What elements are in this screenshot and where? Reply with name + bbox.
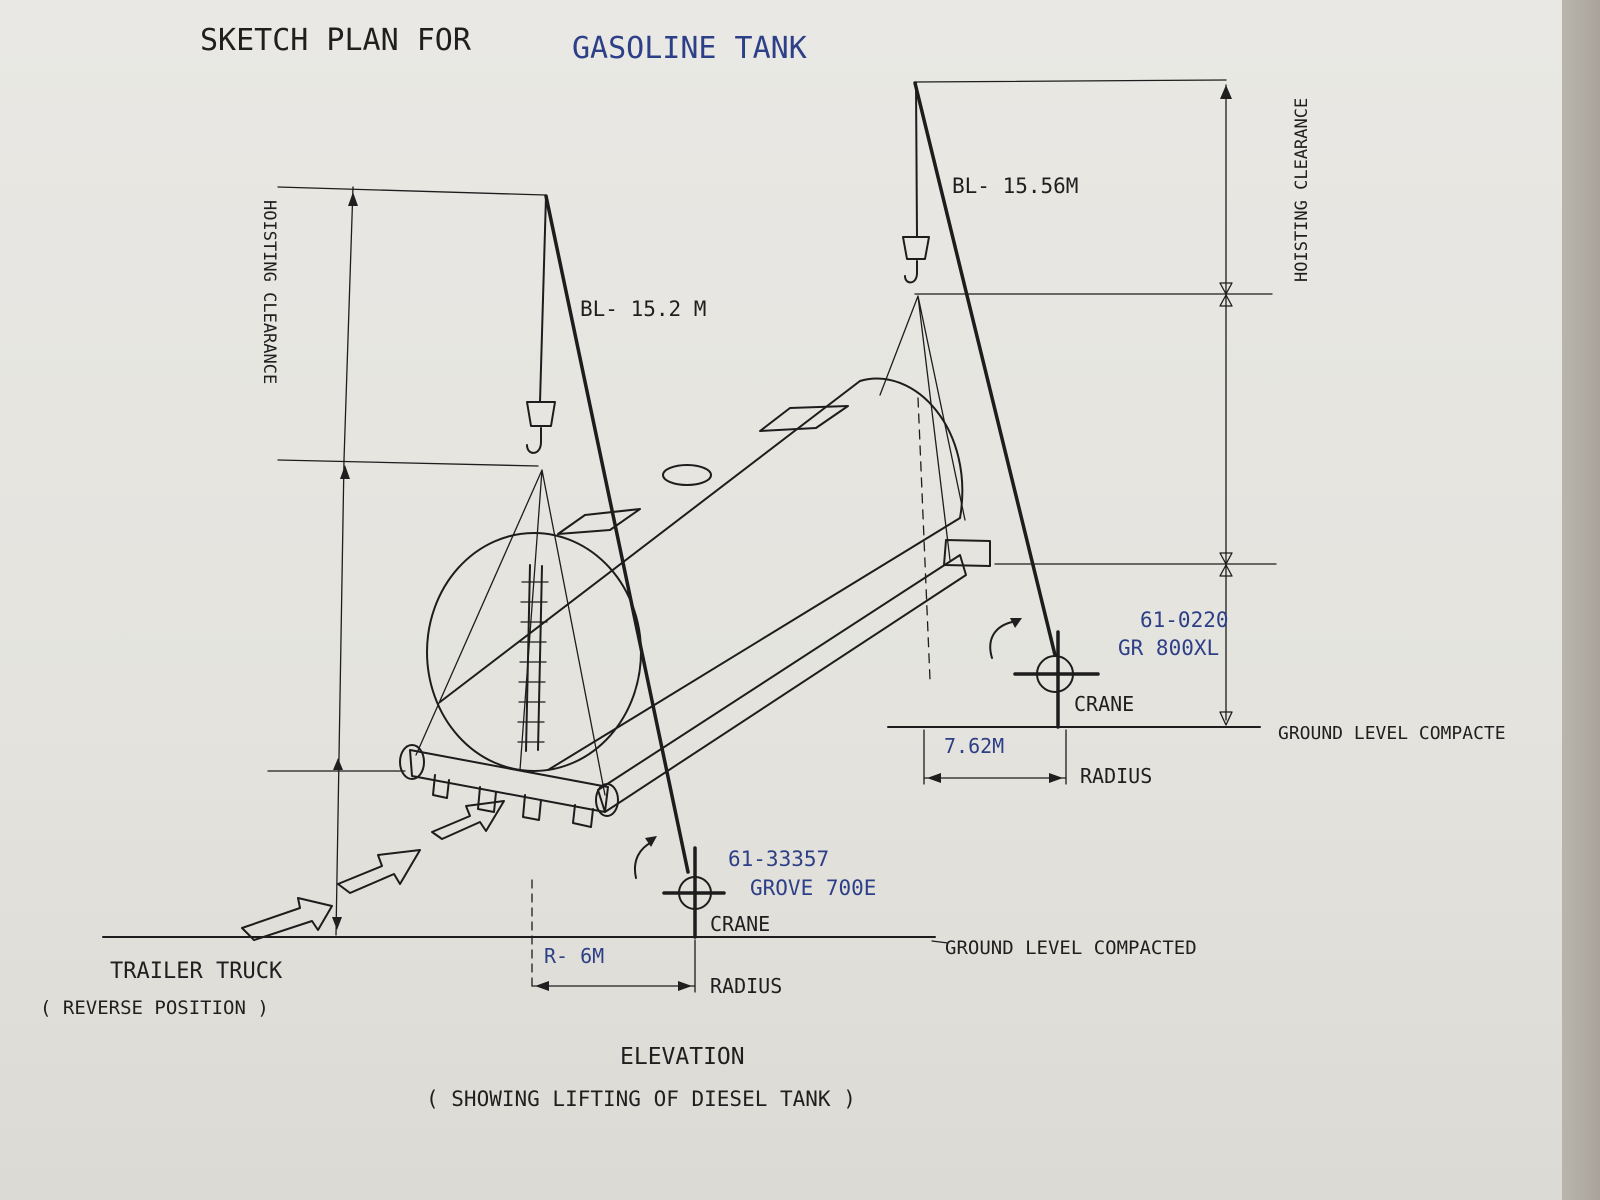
right-dim-arrow-top — [1220, 85, 1232, 99]
left-crane-model-name: GROVE 700E — [750, 876, 876, 900]
right-hook — [904, 260, 918, 284]
left-dim-arrow-mid — [340, 465, 350, 479]
left-slew-arrow-icon — [634, 841, 653, 879]
manhole-1 — [557, 508, 641, 535]
left-clearance-dim-line — [343, 186, 354, 461]
right-boom-tip-extension — [914, 79, 1227, 83]
skid-end-left — [399, 744, 425, 780]
fuel-tank — [399, 295, 991, 828]
left-crane-label: CRANE — [710, 912, 770, 936]
right-crane-label: CRANE — [1074, 692, 1134, 716]
left-crane-model-number: 61-33357 — [728, 847, 829, 871]
manhole-3 — [759, 405, 849, 432]
left-dim-arrow-low — [333, 758, 343, 770]
tank-top-edge — [439, 380, 861, 703]
tank-bottom-edge — [547, 517, 961, 771]
left-dim-arrow-ground — [332, 917, 342, 930]
left-radius-label: RADIUS — [710, 974, 782, 998]
skid-feet — [432, 774, 594, 828]
right-hoist-line — [915, 82, 918, 238]
right-ground-label: GROUND LEVEL COMPACTE — [1278, 723, 1506, 744]
trailer-direction-arrows: TRAILER TRUCK ( REVERSE POSITION ) — [40, 800, 505, 1019]
right-hook-block — [902, 236, 930, 260]
title-highlight: GASOLINE TANK — [572, 31, 807, 66]
trailer-label-line1: TRAILER TRUCK — [110, 959, 283, 984]
left-hook-block — [526, 401, 556, 427]
title-prefix: SKETCH PLAN FOR — [200, 23, 472, 58]
tank-level-gauge-rail — [537, 565, 543, 751]
caption-title: ELEVATION — [620, 1044, 745, 1070]
trailer-arrow-3 — [431, 800, 505, 840]
right-slew-arrowhead — [1010, 618, 1022, 628]
left-boom-tip-extension — [277, 186, 546, 196]
right-radius-value: 7.62M — [944, 734, 1004, 758]
title: SKETCH PLAN FOR GASOLINE TANK — [200, 23, 807, 66]
skid-end-front — [595, 783, 619, 817]
right-dim-arrow-hook — [1219, 282, 1233, 307]
left-hook-extension — [277, 459, 539, 467]
right-crane-boom — [913, 81, 1057, 657]
right-dim-arrow-tank — [1219, 552, 1233, 577]
right-crane-model-number: 61-0220 — [1140, 608, 1229, 632]
trailer-label-line2: ( REVERSE POSITION ) — [40, 997, 269, 1019]
right-clearance-label: HOISTING CLEARANCE — [1292, 98, 1312, 282]
tank-far-end — [859, 377, 964, 519]
background-surface — [1562, 0, 1600, 1200]
tank-gauge-ticks — [517, 581, 549, 743]
drawing-caption: ELEVATION ( SHOWING LIFTING OF DIESEL TA… — [426, 1044, 856, 1111]
right-crane: BL- 15.56M 61-0220 GR 800XL CRANE 7.62M … — [902, 81, 1506, 788]
left-clearance-dimension: HOISTING CLEARANCE — [259, 186, 546, 936]
left-crane-boom — [544, 194, 690, 874]
side-skid — [597, 554, 967, 813]
right-crane-model-name: GR 800XL — [1118, 636, 1219, 660]
left-ground-arrow — [931, 940, 949, 944]
left-ground-label: GROUND LEVEL COMPACTED — [945, 937, 1197, 959]
left-slings — [415, 469, 606, 796]
manhole-2 — [662, 464, 712, 486]
left-boom-length: BL- 15.2 M — [580, 297, 706, 321]
skid-end-far — [943, 539, 991, 567]
tank-end-face — [426, 532, 642, 772]
trailer-arrow-1 — [241, 897, 333, 941]
left-radius-value: R- 6M — [544, 944, 604, 968]
left-hoist-line — [539, 195, 547, 403]
left-crane-slew-ring — [678, 876, 712, 910]
right-boom-length: BL- 15.56M — [952, 174, 1078, 198]
right-crane-slew-ring — [1036, 655, 1074, 693]
left-height-dim-line — [335, 459, 345, 936]
left-dim-arrow-top — [348, 192, 358, 206]
right-radius-arrows — [927, 773, 1063, 783]
trailer-arrow-2 — [337, 849, 421, 894]
left-hook — [526, 427, 542, 454]
left-clearance-label: HOISTING CLEARANCE — [259, 200, 279, 384]
caption-subtitle: ( SHOWING LIFTING OF DIESEL TANK ) — [426, 1087, 856, 1111]
right-radius-label: RADIUS — [1080, 764, 1152, 788]
right-dim-arrow-ground — [1219, 711, 1233, 726]
left-crane: BL- 15.2 M 61-33357 GROVE 700E CRANE R- … — [526, 194, 1197, 998]
right-clearance-dimension: HOISTING CLEARANCE — [914, 79, 1312, 726]
left-slew-arrowhead — [645, 836, 657, 847]
right-slew-arrow-icon — [989, 621, 1013, 659]
right-slings — [879, 295, 966, 561]
